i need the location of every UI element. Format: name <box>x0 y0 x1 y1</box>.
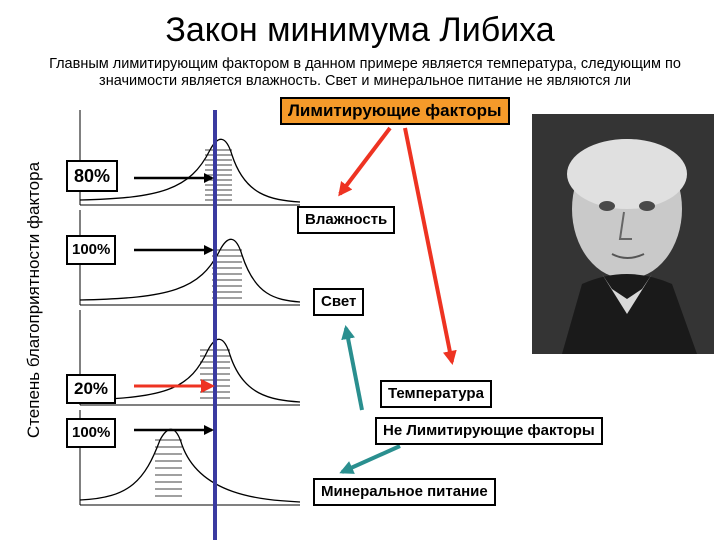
liebig-portrait <box>532 114 714 354</box>
non-limiting-factors-box: Не Лимитирующие факторы <box>375 417 603 445</box>
slide-title: Закон минимума Либиха <box>165 11 555 49</box>
light-box: Свет <box>313 288 365 316</box>
percent-20-box: 20% <box>66 374 117 404</box>
arrow-limiting-to-temperature <box>403 127 457 365</box>
curve-panel-1 <box>79 110 301 206</box>
y-axis-label: Степень благоприятности фактора <box>24 161 43 439</box>
arrow-nonlimiting-to-mineral <box>339 444 401 474</box>
arrow-limiting-to-moisture <box>338 126 392 197</box>
percent-100-box-upper: 100% <box>66 235 117 265</box>
curve-panel-2 <box>79 210 301 306</box>
slide-subtitle: Главным лимитирующим фактором в данном п… <box>49 56 681 89</box>
tolerance-curves-diagram <box>79 110 301 506</box>
percent-100-box-lower: 100% <box>66 418 117 448</box>
arrow-nonlimiting-to-light <box>341 325 364 411</box>
temperature-box: Температура <box>380 380 492 408</box>
limiting-factors-box: Лимитирующие факторы <box>280 97 510 125</box>
mineral-nutrition-box: Минеральное питание <box>313 478 496 506</box>
percent-80-box: 80% <box>66 160 119 192</box>
moisture-box: Влажность <box>297 206 396 234</box>
